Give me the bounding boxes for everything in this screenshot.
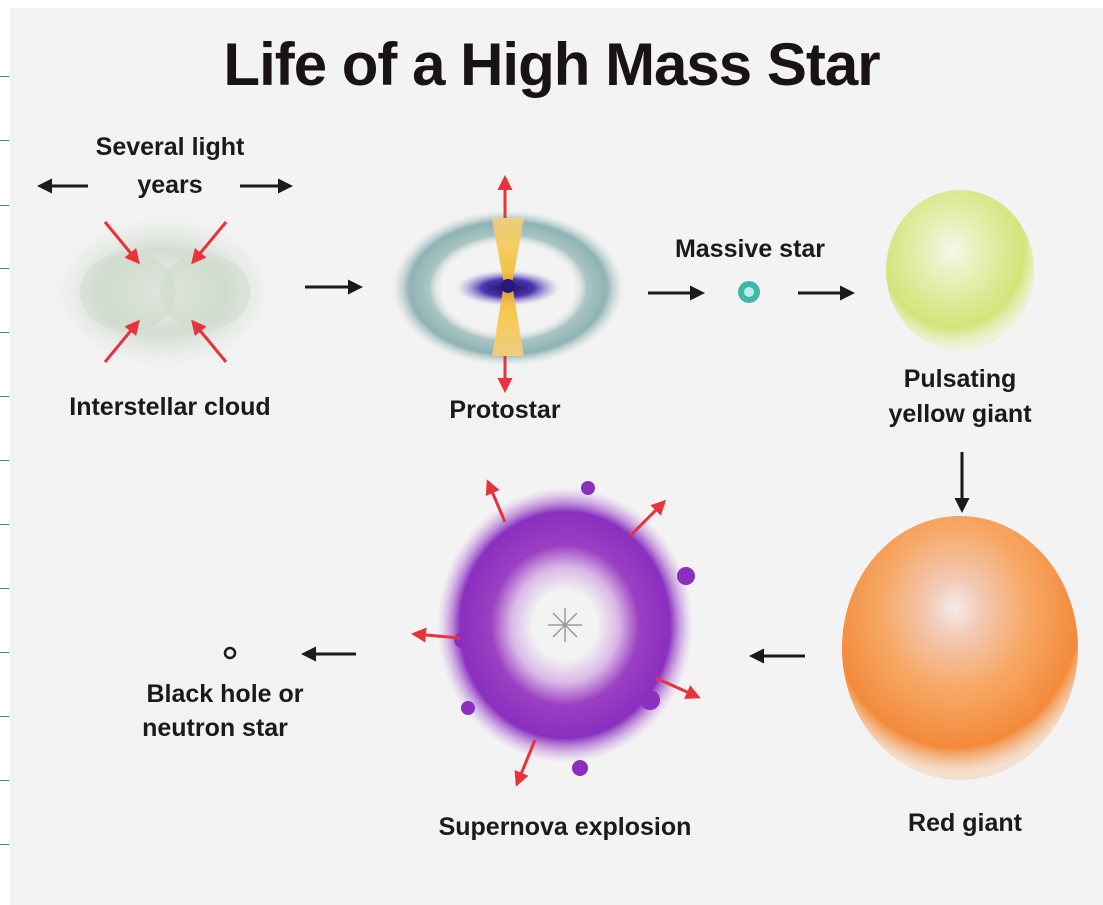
scale-label-line2: years: [60, 168, 280, 202]
label-massive-star: Massive star: [640, 232, 860, 266]
black-hole-or-neutron-star: [225, 648, 235, 658]
label-remnant-line2: neutron star: [115, 711, 315, 745]
supernova-core: [548, 608, 582, 642]
label-remnant-line1: Black hole or: [125, 677, 325, 711]
label-pulsating-line2: yellow giant: [850, 397, 1070, 431]
label-supernova: Supernova explosion: [400, 810, 730, 844]
pulsating-yellow-giant: [886, 190, 1034, 350]
scale-label-line1: Several light: [60, 130, 280, 164]
label-protostar: Protostar: [405, 393, 605, 427]
label-pulsating-line1: Pulsating: [860, 362, 1060, 396]
red-giant: [842, 516, 1078, 780]
label-red-giant: Red giant: [860, 806, 1070, 840]
label-interstellar-cloud: Interstellar cloud: [40, 390, 300, 424]
